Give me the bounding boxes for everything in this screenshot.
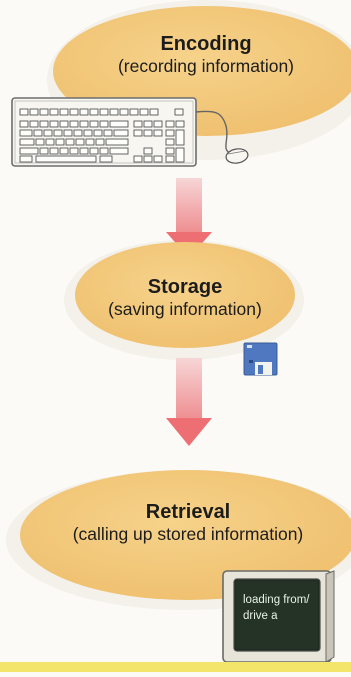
retrieval-subtitle: (calling up stored information) [72,524,304,544]
encoding-subtitle: (recording information) [117,56,295,76]
monitor-line-2: drive a [243,609,278,622]
monitor-line-1: loading from/ [243,594,310,606]
arrow-storage-to-retrieval [166,358,212,446]
encoding-title: Encoding [160,33,252,55]
monitor-icon [222,570,335,663]
keyboard-and-mouse-icon [11,97,249,167]
monitor-screen-text: loading from/ drive a [243,593,318,624]
storage-label: Storage (saving information) [75,275,295,320]
retrieval-ellipse [20,470,351,600]
bottom-color-band [0,662,351,672]
floppy-disk-icon [243,342,278,376]
storage-ellipse [75,242,295,348]
storage-subtitle: (saving information) [108,299,262,319]
storage-title: Storage [147,276,223,298]
encoding-label: Encoding (recording information) [56,32,351,77]
retrieval-label: Retrieval (calling up stored information… [30,500,346,545]
retrieval-title: Retrieval [145,501,231,523]
